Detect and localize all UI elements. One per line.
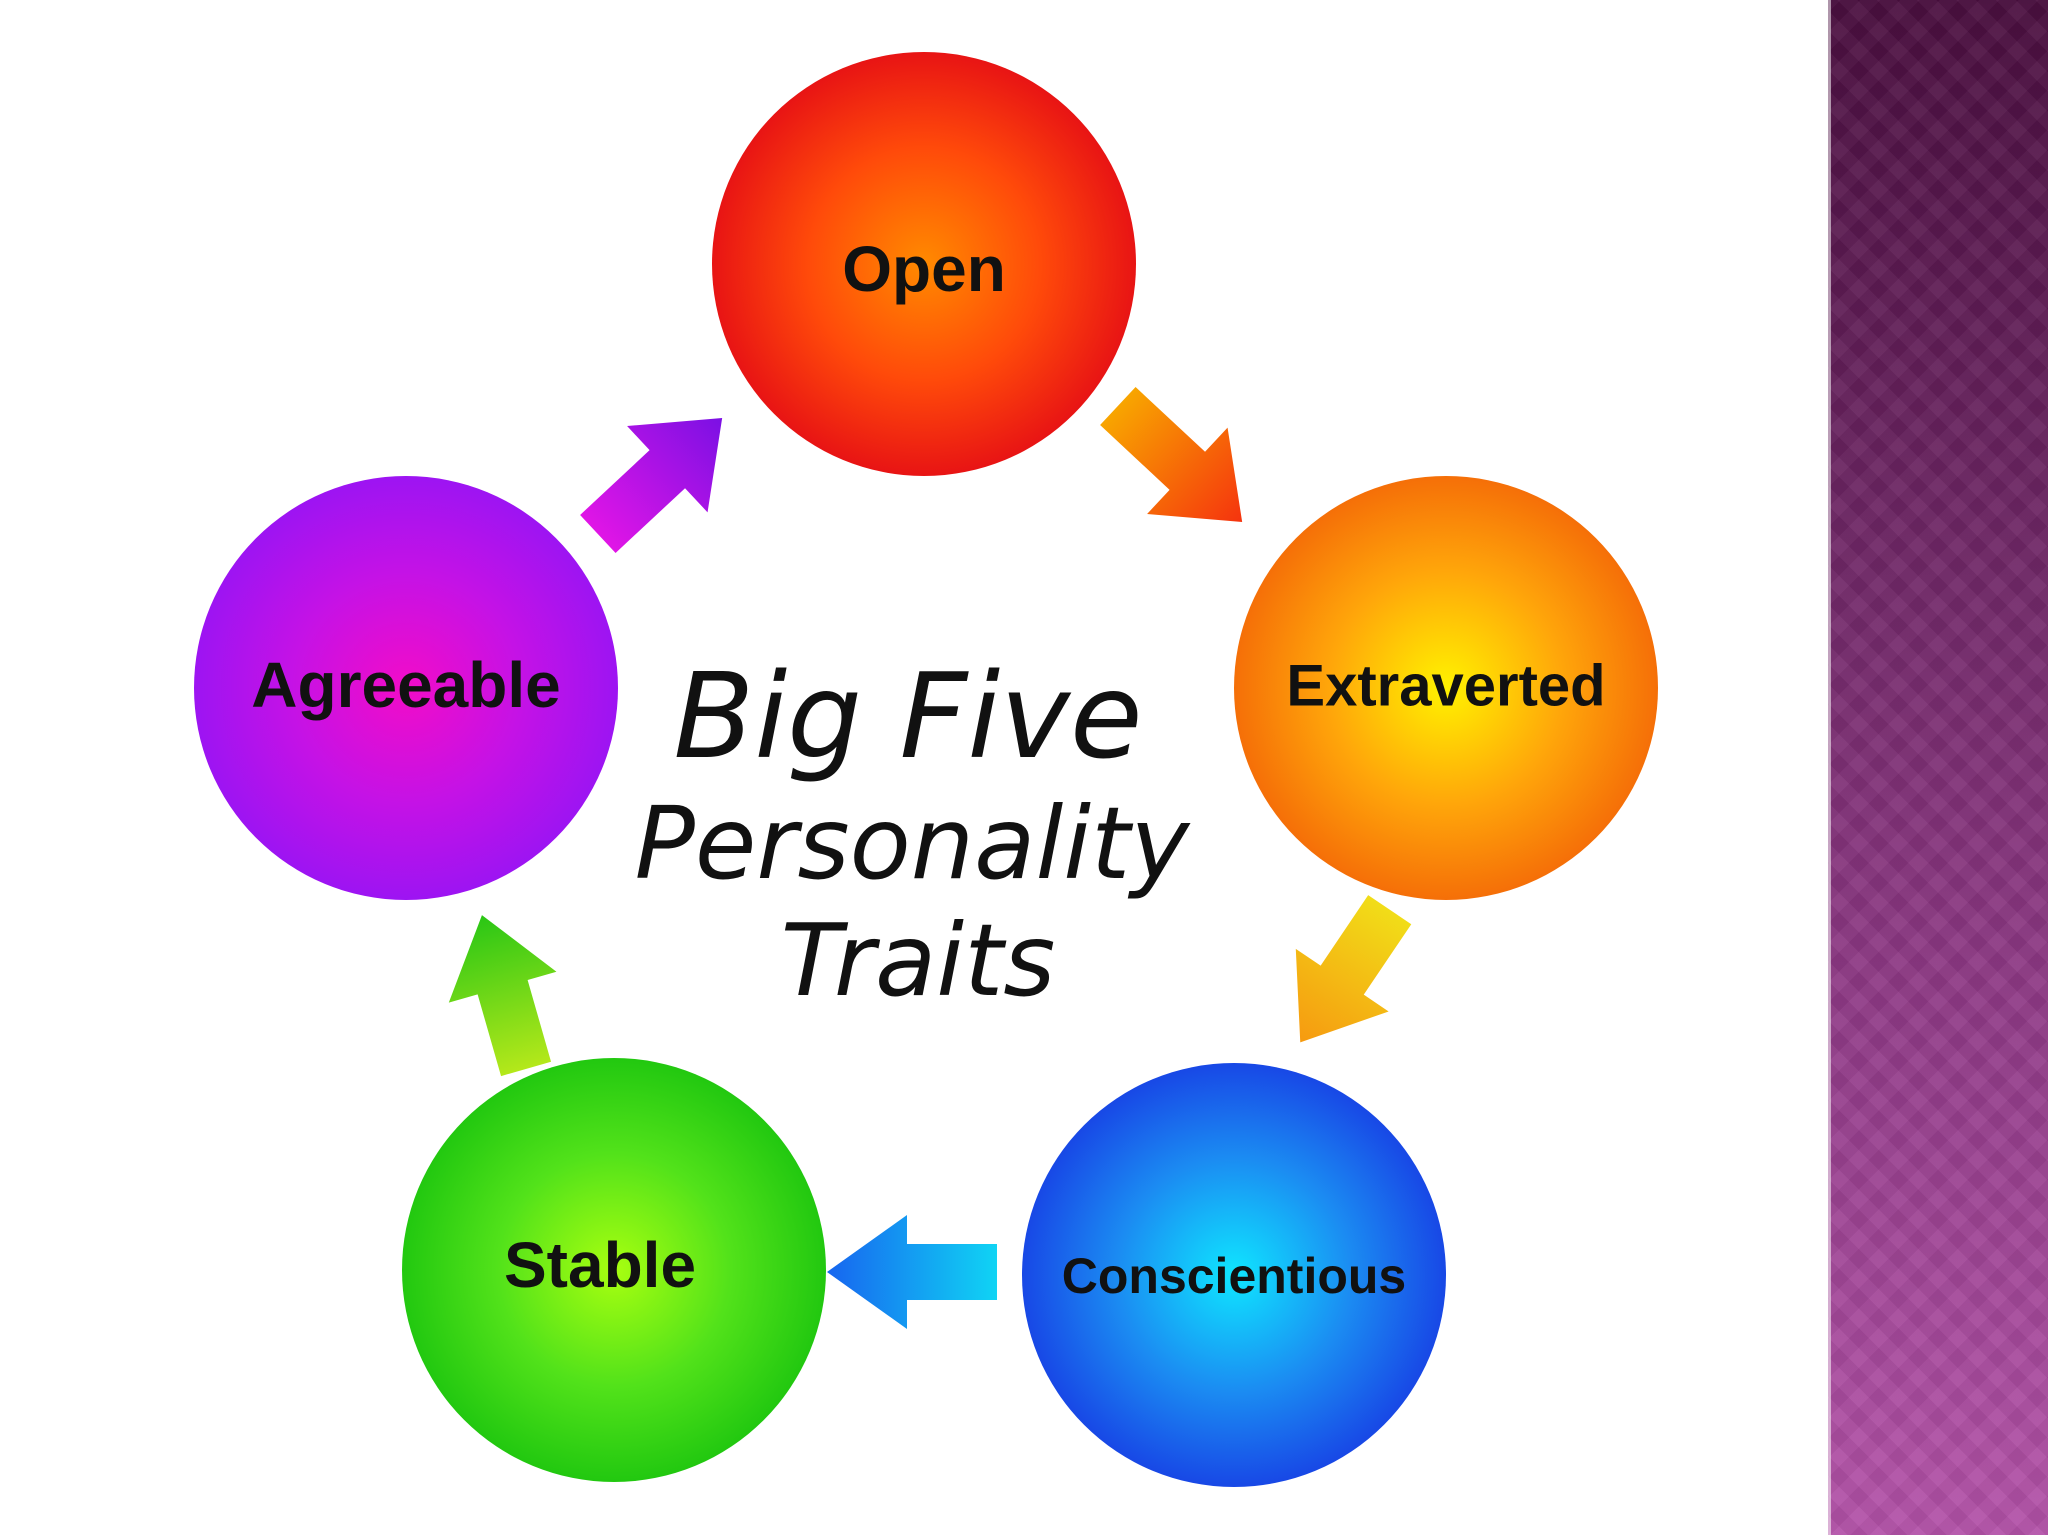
title-line-2: Personality (635, 785, 1192, 902)
arrow-open-to-extraverted (1100, 387, 1243, 522)
trait-circle (402, 1058, 826, 1482)
trait-label: Open (842, 233, 1006, 305)
trait-stable: Stable (402, 1058, 826, 1482)
trait-open: Open (712, 52, 1136, 476)
trait-circle (1022, 1063, 1446, 1487)
title-line-1: Big Five (673, 647, 1142, 785)
arrow-stable-to-agreeable (448, 915, 557, 1077)
arrow-extraverted-to-conscientious (1295, 895, 1412, 1043)
center-title: Big Five Personality Traits (635, 647, 1192, 1019)
trait-label: Conscientious (1062, 1248, 1406, 1304)
trait-agreeable: Agreeable (194, 476, 618, 900)
title-line-3: Traits (781, 902, 1056, 1019)
trait-circle (712, 52, 1136, 476)
trait-label: Extraverted (1286, 653, 1605, 718)
trait-circle (1234, 476, 1658, 900)
trait-extraverted: Extraverted (1234, 476, 1658, 900)
decorative-side-panel (1828, 0, 2048, 1535)
arrow-agreeable-to-open (580, 418, 723, 553)
trait-circle (194, 476, 618, 900)
trait-label: Stable (504, 1229, 696, 1301)
arrow-conscientious-to-stable (827, 1215, 997, 1329)
trait-conscientious: Conscientious (1022, 1063, 1446, 1487)
trait-label: Agreeable (251, 649, 560, 721)
